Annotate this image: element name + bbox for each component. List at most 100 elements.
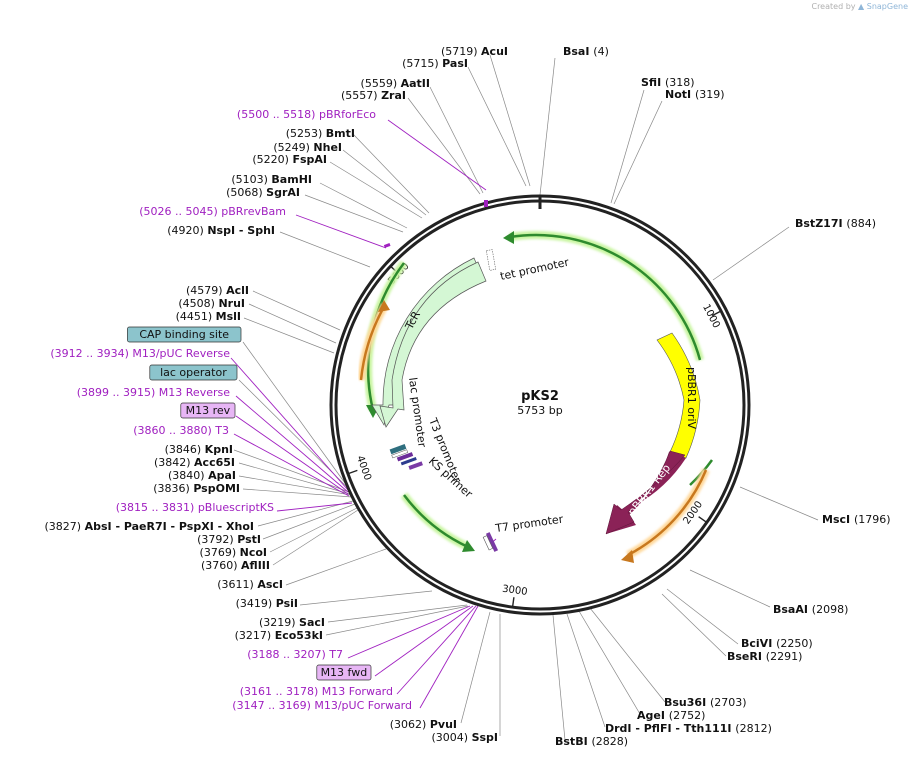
left-label[interactable]: (5220) FspAI <box>252 153 327 166</box>
left-label[interactable]: (3611) AscI <box>217 578 283 591</box>
tet-promoter-label: tet promoter <box>499 256 571 283</box>
left-label[interactable]: (5253) BmtI <box>286 127 355 140</box>
enzyme-position: (3004) <box>431 731 471 744</box>
left-label[interactable]: (3769) NcoI <box>200 546 267 559</box>
enzyme-label[interactable]: SfiI (318) <box>641 76 695 89</box>
enzyme-position: (2703) <box>710 696 747 709</box>
enzyme-position: (2291) <box>766 650 803 663</box>
ruler-tick <box>347 469 358 475</box>
left-label[interactable]: (3842) Acc65I <box>154 456 235 469</box>
left-label[interactable]: (3188 .. 3207) T7 <box>247 648 343 661</box>
left-label[interactable]: (3147 .. 3169) M13/pUC Forward <box>232 699 412 712</box>
enzyme-name: BstBI <box>555 735 592 748</box>
feature-tcr[interactable]: TcR <box>371 257 487 428</box>
left-label[interactable]: (3161 .. 3178) M13 Forward <box>240 685 393 698</box>
enzyme-position: (5068) <box>226 186 266 199</box>
left-label[interactable]: (5026 .. 5045) pBRrevBam <box>139 205 286 218</box>
enzyme-name: SacI <box>299 616 325 629</box>
label-connectors <box>233 54 819 741</box>
left-label[interactable]: (4451) MslI <box>176 310 241 323</box>
left-label[interactable]: (3836) PspOMI <box>153 482 240 495</box>
left-label[interactable]: (3062) PvuI <box>390 718 457 731</box>
enzyme-label[interactable]: AgeI (2752) <box>637 709 705 722</box>
left-label[interactable]: (3912 .. 3934) M13/pUC Reverse <box>50 347 230 360</box>
enzyme-label[interactable]: NotI (319) <box>665 88 725 101</box>
enzyme-name: NheI <box>313 141 342 154</box>
left-label[interactable]: (3419) PsiI <box>236 597 298 610</box>
right-labels: BsaI (4) SfiI (318)NotI (319) BstZ17I (884… <box>555 45 891 748</box>
left-label[interactable]: (3846) KpnI <box>165 443 233 456</box>
enzyme-name: PsiI <box>276 597 298 610</box>
left-label[interactable]: (5557) ZraI <box>341 89 406 102</box>
left-label[interactable]: (5715) PasI <box>402 57 468 70</box>
primer-label: (3815 .. 3831) pBluescriptKS <box>116 501 274 514</box>
left-label[interactable]: (3004) SspI <box>431 731 498 744</box>
enzyme-label[interactable]: MscI (1796) <box>822 513 891 526</box>
feature-box <box>127 326 242 343</box>
enzyme-position: (4451) <box>176 310 216 323</box>
left-label[interactable]: lac operator <box>149 364 238 381</box>
ruler-tick <box>698 516 708 524</box>
enzyme-label: (5253) BmtI <box>286 127 355 140</box>
left-label[interactable]: (5500 .. 5518) pBRforEco <box>237 108 376 121</box>
enzyme-name: BseRI <box>727 650 766 663</box>
feature-box-label: M13 fwd <box>321 666 368 679</box>
primer-label: (5500 .. 5518) pBRforEco <box>237 108 376 121</box>
enzyme-name: BmtI <box>326 127 355 140</box>
enzyme-position: (3760) <box>201 559 241 572</box>
enzyme-name: MslI <box>216 310 241 323</box>
enzyme-position: (4) <box>593 45 609 58</box>
enzyme-position: (3827) <box>45 520 85 533</box>
left-label[interactable]: (3219) SacI <box>259 616 325 629</box>
enzyme-label[interactable]: BstBI (2828) <box>555 735 628 748</box>
enzyme-position: (3219) <box>259 616 299 629</box>
enzyme-position: (5249) <box>273 141 313 154</box>
enzyme-name: BsaAI <box>773 603 812 616</box>
left-label[interactable]: M13 fwd <box>316 664 372 681</box>
enzyme-label[interactable]: Bsu36I (2703) <box>664 696 747 709</box>
pbbr1-rep-label: pBBR1 Rep <box>625 462 673 518</box>
left-label[interactable]: (5249) NheI <box>273 141 342 154</box>
enzyme-position: (4920) <box>167 224 207 237</box>
enzyme-position: (3062) <box>390 718 430 731</box>
enzyme-label[interactable]: BciVI (2250) <box>741 637 813 650</box>
enzyme-position: (2098) <box>812 603 849 616</box>
left-label[interactable]: (5068) SgrAI <box>226 186 300 199</box>
plasmid-length: 5753 bp <box>517 404 562 417</box>
left-label[interactable]: (3899 .. 3915) M13 Reverse <box>77 386 230 399</box>
left-label[interactable]: CAP binding site <box>127 326 242 343</box>
feature-box <box>316 664 372 681</box>
enzyme-position: (2250) <box>776 637 813 650</box>
left-label[interactable]: (3840) ApaI <box>168 469 236 482</box>
primer-label: (3147 .. 3169) M13/pUC Forward <box>232 699 412 712</box>
left-label[interactable]: (3217) Eco53kI <box>235 629 323 642</box>
enzyme-label[interactable]: BsaI (4) <box>563 45 609 58</box>
enzyme-label: (3062) PvuI <box>390 718 457 731</box>
enzyme-position: (3846) <box>165 443 205 456</box>
enzyme-name: SfiI <box>641 76 665 89</box>
backbone <box>329 194 751 616</box>
left-label[interactable]: (5719) AcuI <box>441 45 508 58</box>
left-label[interactable]: (4920) NspI - SphI <box>167 224 275 237</box>
enzyme-position: (3842) <box>154 456 194 469</box>
left-label[interactable]: (3815 .. 3831) pBluescriptKS <box>116 501 274 514</box>
enzyme-label[interactable]: BsaAI (2098) <box>773 603 848 616</box>
enzyme-position: (3836) <box>153 482 193 495</box>
left-label[interactable]: (3827) AbsI - PaeR7I - PspXI - XhoI <box>45 520 254 533</box>
enzyme-label[interactable]: BstZ17I (884) <box>795 217 876 230</box>
enzyme-name: NspI - SphI <box>207 224 275 237</box>
left-label[interactable]: M13 rev <box>180 402 236 419</box>
left-label[interactable]: (3860 .. 3880) T3 <box>133 424 229 437</box>
credit-prefix: Created by <box>811 2 856 11</box>
enzyme-label[interactable]: BseRI (2291) <box>727 650 802 663</box>
left-label[interactable]: (4508) NruI <box>178 297 245 310</box>
left-label[interactable]: (4579) AclI <box>186 284 249 297</box>
enzyme-label[interactable]: DrdI - PflFI - Tth111I (2812) <box>605 722 772 735</box>
left-label[interactable]: (5559) AatII <box>361 77 430 90</box>
left-label[interactable]: (5103) BamHI <box>231 173 312 186</box>
left-label[interactable]: (3760) AflIII <box>201 559 270 572</box>
enzyme-position: (4579) <box>186 284 226 297</box>
left-label[interactable]: (3792) PstI <box>197 533 261 546</box>
enzyme-label: (3760) AflIII <box>201 559 270 572</box>
